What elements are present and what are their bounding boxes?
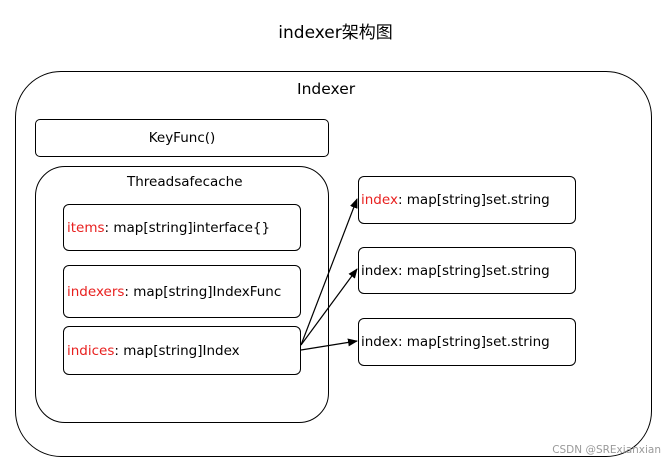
indexer-label: Indexer <box>297 80 356 98</box>
arrow-to-index-1 <box>300 198 358 346</box>
index-box-3-key: index <box>361 334 398 350</box>
arrow-to-index-2 <box>300 268 358 346</box>
index-box-1-type: : map[string]set.string <box>397 192 550 208</box>
index-box-2: index: map[string]set.string <box>358 247 576 294</box>
index-box-2-text: index: map[string]set.string <box>361 263 550 279</box>
keyfunc-box: KeyFunc() <box>35 119 329 157</box>
index-box-3-type: : map[string]set.string <box>397 334 550 350</box>
indices-key: indices <box>67 342 115 359</box>
keyfunc-label: KeyFunc() <box>148 130 216 146</box>
index-box-1-text: index: map[string]set.string <box>361 192 550 208</box>
index-box-2-key: index <box>361 262 398 279</box>
index-box-3: index: map[string]set.string <box>358 318 576 366</box>
index-box-1: index: map[string]set.string <box>358 176 576 224</box>
index-box-2-type: : map[string]set.string <box>397 262 550 279</box>
indices-type: : map[string]Index <box>114 342 240 359</box>
diagram-title: indexer架构图 <box>278 23 393 43</box>
indexers-type: : map[string]IndexFunc <box>124 283 282 300</box>
items-field-text: items: map[string]interface{} <box>67 220 270 236</box>
arrow-to-index-3 <box>300 338 358 351</box>
indexers-field-box: indexers: map[string]IndexFunc <box>63 265 301 318</box>
items-field-box: items: map[string]interface{} <box>63 204 301 251</box>
index-box-1-key: index <box>361 192 398 208</box>
indices-field-text: indices: map[string]Index <box>67 343 240 359</box>
indices-field-box: indices: map[string]Index <box>63 326 301 375</box>
watermark: CSDN @SRExianxian <box>552 444 661 456</box>
index-box-3-text: index: map[string]set.string <box>361 334 550 350</box>
threadsafecache-label: Threadsafecache <box>127 174 243 190</box>
indexers-field-text: indexers: map[string]IndexFunc <box>67 284 281 300</box>
items-key: items <box>67 219 105 236</box>
items-type: : map[string]interface{} <box>104 219 271 236</box>
indexers-key: indexers <box>67 283 125 300</box>
